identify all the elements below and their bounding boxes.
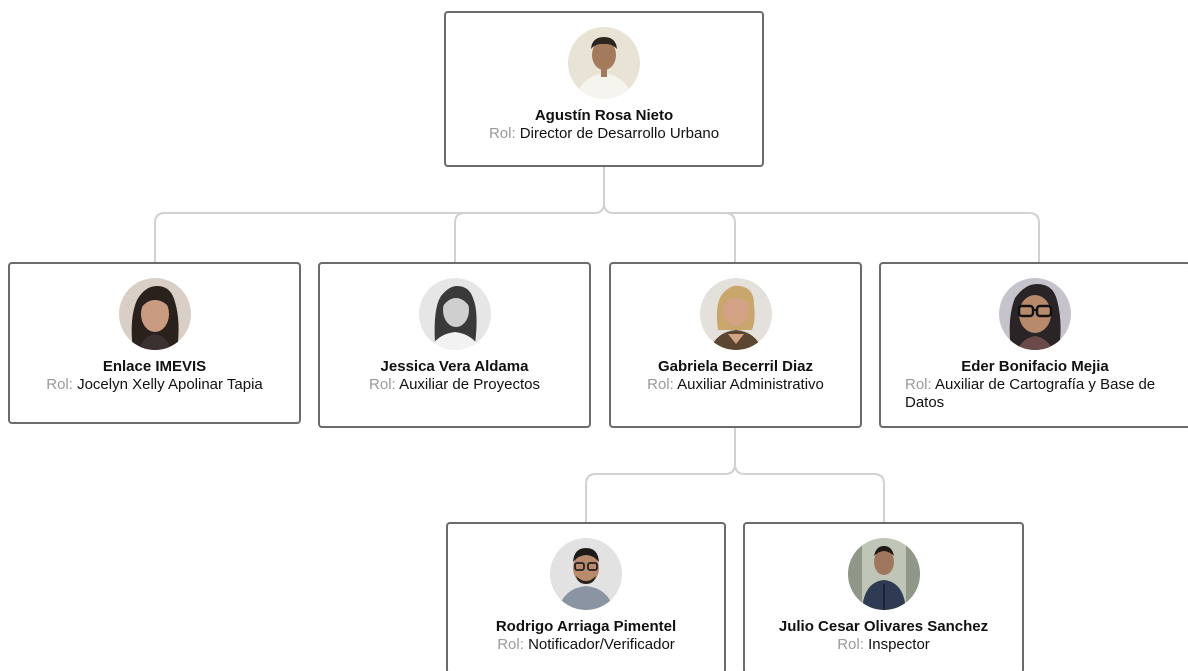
role-prefix: Rol: xyxy=(369,376,396,393)
person-name: Rodrigo Arriaga Pimentel xyxy=(495,618,677,635)
connector-director-trunk xyxy=(154,167,605,262)
person-role: Rol: Auxiliar de Proyectos xyxy=(320,376,589,394)
avatar xyxy=(550,538,622,610)
role-prefix: Rol: xyxy=(647,376,674,393)
person-role: Rol: Inspector xyxy=(745,636,1022,654)
connector-gabriela-left xyxy=(585,428,736,522)
person-name: Eder Bonifacio Mejia xyxy=(961,358,1109,375)
photo-woman-blonde-icon xyxy=(699,278,772,350)
connector-to-gabriela xyxy=(724,212,736,262)
person-role: Rol: Notificador/Verificador xyxy=(448,636,724,654)
person-card-enlace[interactable]: Enlace IMEVIS Rol: Jocelyn Xelly Apolina… xyxy=(8,262,301,424)
connector-director-right xyxy=(603,202,1040,262)
role-value: Auxiliar Administrativo xyxy=(677,376,824,393)
person-card-eder[interactable]: Eder Bonifacio Mejia Rol: Auxiliar de Ca… xyxy=(879,262,1188,428)
role-prefix: Rol: xyxy=(46,376,73,393)
person-role: Rol: Auxiliar Administrativo xyxy=(611,376,860,394)
person-card-director[interactable]: Agustín Rosa Nieto Rol: Director de Desa… xyxy=(444,11,764,167)
person-name: Agustín Rosa Nieto xyxy=(534,107,674,124)
connector-to-jessica xyxy=(454,212,466,262)
avatar xyxy=(418,278,491,350)
photo-man-jacket-icon xyxy=(847,538,920,610)
photo-young-woman-icon xyxy=(118,278,191,350)
avatar xyxy=(568,27,640,99)
person-name: Jessica Vera Aldama xyxy=(380,358,529,375)
person-name: Enlace IMEVIS xyxy=(102,358,207,375)
role-value: Jocelyn Xelly Apolinar Tapia xyxy=(77,376,263,393)
avatar xyxy=(847,538,920,610)
role-prefix: Rol: xyxy=(905,376,932,393)
person-name: Gabriela Becerril Diaz xyxy=(657,358,814,375)
person-card-rodrigo[interactable]: Rodrigo Arriaga Pimentel Rol: Notificado… xyxy=(446,522,726,671)
avatar xyxy=(999,278,1071,350)
role-prefix: Rol: xyxy=(837,636,864,653)
role-value: Notificador/Verificador xyxy=(528,636,675,653)
person-name: Julio Cesar Olivares Sanchez xyxy=(778,618,989,635)
avatar xyxy=(118,278,191,350)
avatar xyxy=(699,278,772,350)
person-card-jessica[interactable]: Jessica Vera Aldama Rol: Auxiliar de Pro… xyxy=(318,262,591,428)
role-wrapper: Rol: Auxiliar de Cartografía y Base de D… xyxy=(881,376,1188,412)
photo-woman-glasses-icon xyxy=(999,278,1071,350)
photo-man-white-shirt-icon xyxy=(568,27,640,99)
role-value: Inspector xyxy=(868,636,930,653)
person-card-gabriela[interactable]: Gabriela Becerril Diaz Rol: Auxiliar Adm… xyxy=(609,262,862,428)
role-prefix: Rol: xyxy=(488,125,516,142)
role-prefix: Rol: xyxy=(497,636,524,653)
person-role: Rol: Auxiliar de Cartografía y Base de D… xyxy=(881,376,1188,412)
person-role: Rol: Director de Desarrollo Urbano xyxy=(446,125,762,143)
person-role: Rol: Jocelyn Xelly Apolinar Tapia xyxy=(10,376,299,394)
connector-gabriela-right xyxy=(734,463,885,522)
person-card-julio[interactable]: Julio Cesar Olivares Sanchez Rol: Inspec… xyxy=(743,522,1024,671)
photo-woman-grayscale-icon xyxy=(418,278,491,350)
photo-man-glasses-icon xyxy=(550,538,622,610)
role-value: Auxiliar de Cartografía y Base de Datos xyxy=(905,376,1156,411)
role-value: Auxiliar de Proyectos xyxy=(399,376,540,393)
role-value: Director de Desarrollo Urbano xyxy=(519,125,720,142)
